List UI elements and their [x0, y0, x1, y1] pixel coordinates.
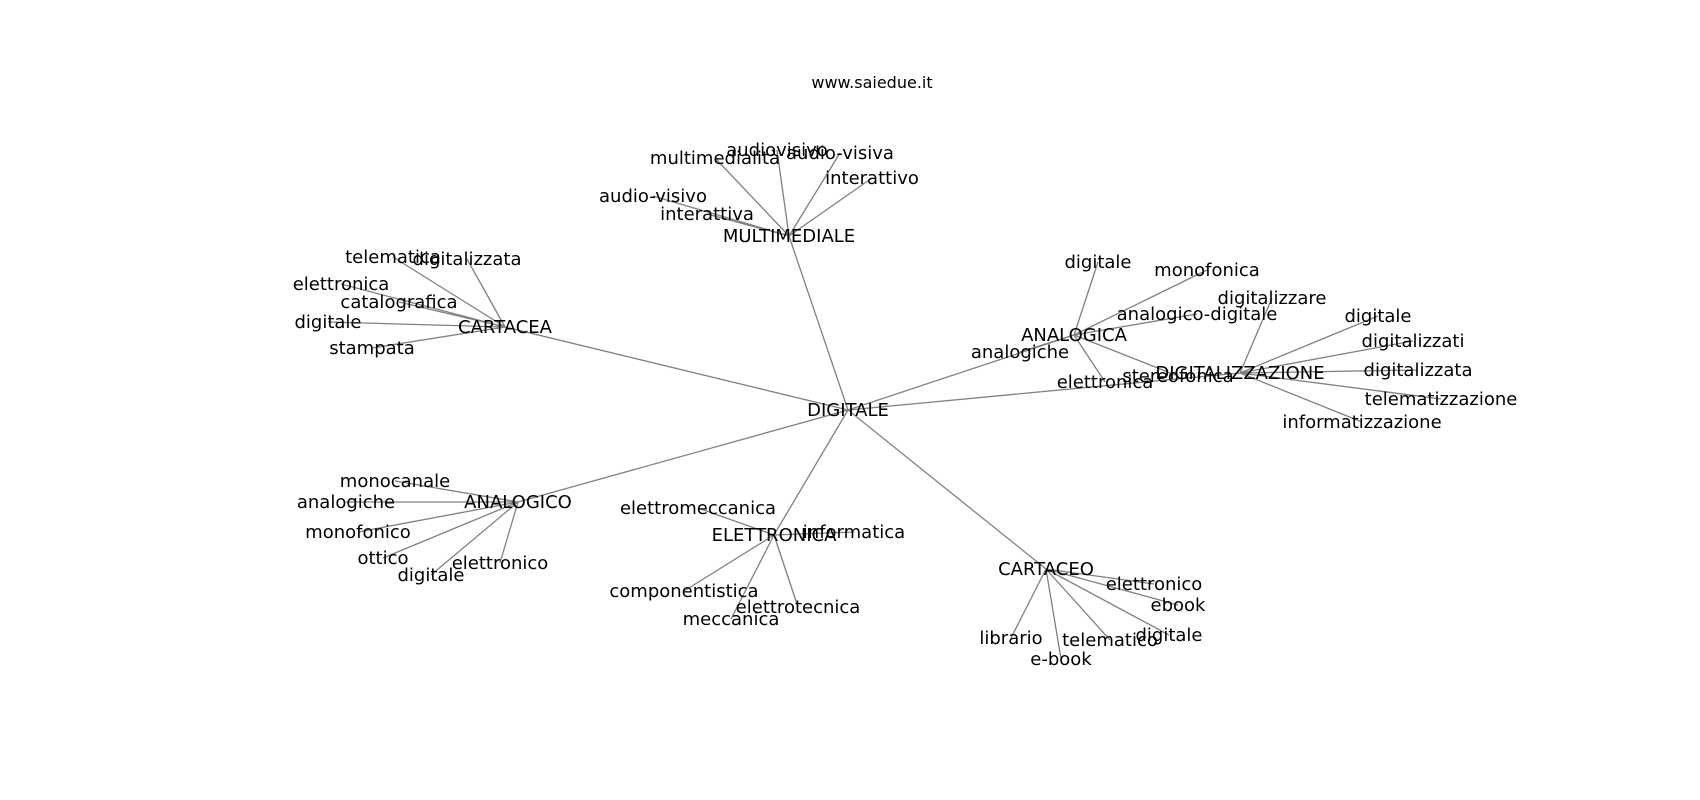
edge-root-multimediale	[788, 235, 849, 411]
edge-root-digitalizzazione	[847, 372, 1241, 411]
leaf-node-label: elettrotecnica	[736, 597, 861, 618]
hub-node-label-multimediale: MULTIMEDIALE	[723, 226, 855, 247]
leaf-node-label: digitale	[397, 565, 464, 586]
leaf-node-label: digitale	[1064, 252, 1131, 273]
hub-node-label-elettronica: ELETTRONICA	[712, 525, 837, 546]
edge-cartaceo-leaf-3	[1045, 568, 1111, 641]
edge-digitalizzazione-leaf-4	[1239, 372, 1442, 400]
edge-cartacea-leaf-3	[398, 301, 506, 328]
leaf-node-label: stampata	[329, 338, 415, 359]
leaf-node-label: interattivo	[825, 168, 919, 189]
edge-analogico-leaf-5	[499, 501, 519, 564]
leaf-node-label: componentistica	[609, 581, 758, 602]
edge-analogica-leaf-2	[1073, 313, 1198, 336]
leaf-node-label: monocanale	[340, 471, 450, 492]
hub-node-label-cartacea: CARTACEA	[458, 317, 553, 338]
site-url: www.saiedue.it	[811, 73, 932, 92]
edge-analogica-leaf-3	[1019, 334, 1075, 353]
hub-node-label-analogico: ANALOGICO	[464, 492, 572, 513]
leaf-node-label: elettronico	[1106, 574, 1203, 595]
edge-analogica-leaf-4	[1073, 334, 1106, 383]
leaf-node-label: multimedialità	[650, 148, 780, 169]
edge-cartacea-leaf-5	[371, 326, 506, 349]
edge-elettronica-leaf-2	[683, 534, 775, 592]
edge-multimediale-leaf-5	[706, 213, 790, 237]
edge-digitalizzazione-leaf-1	[1239, 315, 1379, 374]
edge-cartacea-leaf-0	[392, 256, 506, 328]
leaf-node-label: digitale	[1344, 306, 1411, 327]
leaf-node-label: monofonica	[1154, 260, 1260, 281]
leaf-node-label: audio-visiva	[786, 143, 894, 164]
edge-analogico-leaf-3	[382, 501, 519, 559]
edges-layer	[327, 149, 1442, 660]
edge-analogico-leaf-2	[357, 501, 519, 533]
leaf-node-label: telematizzazione	[1365, 389, 1518, 410]
leaf-node-label: analogiche	[971, 342, 1069, 363]
edge-cartacea-leaf-1	[466, 258, 506, 328]
leaf-node-label: meccanica	[683, 609, 780, 630]
edge-cartaceo-leaf-1	[1045, 568, 1179, 606]
edge-elettronica-leaf-1	[773, 531, 855, 536]
leaf-node-label: analogico-digitale	[1117, 304, 1278, 325]
edge-multimediale-leaf-2	[788, 152, 841, 237]
leaf-node-label: elettronico	[452, 553, 549, 574]
leaf-node-label: telematico	[1062, 630, 1158, 651]
leaf-node-label: digitalizzati	[1362, 331, 1465, 352]
edge-multimediale-leaf-1	[776, 149, 790, 237]
leaf-node-label: analogiche	[297, 492, 395, 513]
leaf-node-label: audio-visivo	[599, 186, 707, 207]
leaf-node-label: monofonico	[305, 522, 411, 543]
hub-node-label-cartaceo: CARTACEO	[998, 559, 1094, 580]
edge-cartaceo-leaf-0	[1045, 568, 1155, 585]
edge-root-analogico	[517, 409, 849, 503]
leaf-node-label: digitalizzata	[413, 249, 522, 270]
root-node-label: DIGITALE	[807, 400, 889, 421]
leaf-node-label: digitale	[1135, 625, 1202, 646]
labels-layer: DIGITALECARTACEAtelematicadigitalizzatae…	[293, 140, 1518, 670]
edge-root-elettronica	[773, 409, 849, 536]
leaf-node-label: elettronica	[293, 274, 390, 295]
edge-digitalizzazione-leaf-5	[1239, 372, 1363, 423]
hub-node-label-analogica: ANALOGICA	[1021, 325, 1127, 346]
leaf-node-label: e-book	[1030, 649, 1092, 670]
leaf-node-label: ebook	[1151, 595, 1207, 616]
leaf-node-label: informatica	[803, 522, 905, 543]
edge-elettronica-leaf-0	[697, 507, 775, 536]
edge-cartaceo-leaf-5	[1010, 568, 1047, 639]
leaf-node-label: digitalizzare	[1218, 288, 1327, 309]
edge-cartacea-leaf-4	[327, 321, 506, 328]
edge-digitalizzazione-leaf-3	[1239, 369, 1419, 374]
edge-analogica-leaf-0	[1073, 261, 1099, 336]
leaf-node-label: interattiva	[660, 204, 754, 225]
leaf-node-label: audiovisivo	[726, 140, 828, 161]
leaf-node-label: informatizzazione	[1282, 412, 1441, 433]
leaf-node-label: stereofonica	[1122, 366, 1233, 387]
edge-multimediale-leaf-3	[788, 177, 873, 237]
edge-digitalizzazione-leaf-2	[1239, 340, 1414, 374]
edge-elettronica-leaf-4	[730, 534, 775, 620]
leaf-node-label: librario	[979, 628, 1042, 649]
edge-cartaceo-leaf-2	[1045, 568, 1170, 636]
edge-cartaceo-leaf-4	[1045, 568, 1062, 660]
edge-analogica-leaf-5	[1073, 334, 1179, 377]
edge-analogico-leaf-4	[430, 501, 519, 576]
leaf-node-label: ottico	[357, 548, 408, 569]
leaf-node-label: elettromeccanica	[620, 498, 776, 519]
edge-root-cartacea	[504, 326, 849, 411]
edge-multimediale-leaf-0	[714, 157, 790, 237]
edge-analogica-leaf-1	[1073, 269, 1208, 336]
leaf-node-label: telematica	[345, 247, 441, 268]
hub-node-label-digitalizzazione: DIGITALIZZAZIONE	[1155, 363, 1324, 384]
edge-cartacea-leaf-2	[340, 283, 506, 328]
edge-elettronica-leaf-3	[773, 534, 799, 608]
leaf-node-label: digitale	[294, 312, 361, 333]
leaf-node-label: digitalizzata	[1364, 360, 1473, 381]
edge-digitalizzazione-leaf-0	[1239, 297, 1273, 374]
leaf-node-label: catalografica	[340, 292, 457, 313]
edge-root-cartaceo	[847, 409, 1047, 570]
leaf-node-label: elettronica	[1057, 372, 1154, 393]
edge-analogico-leaf-0	[394, 480, 519, 503]
